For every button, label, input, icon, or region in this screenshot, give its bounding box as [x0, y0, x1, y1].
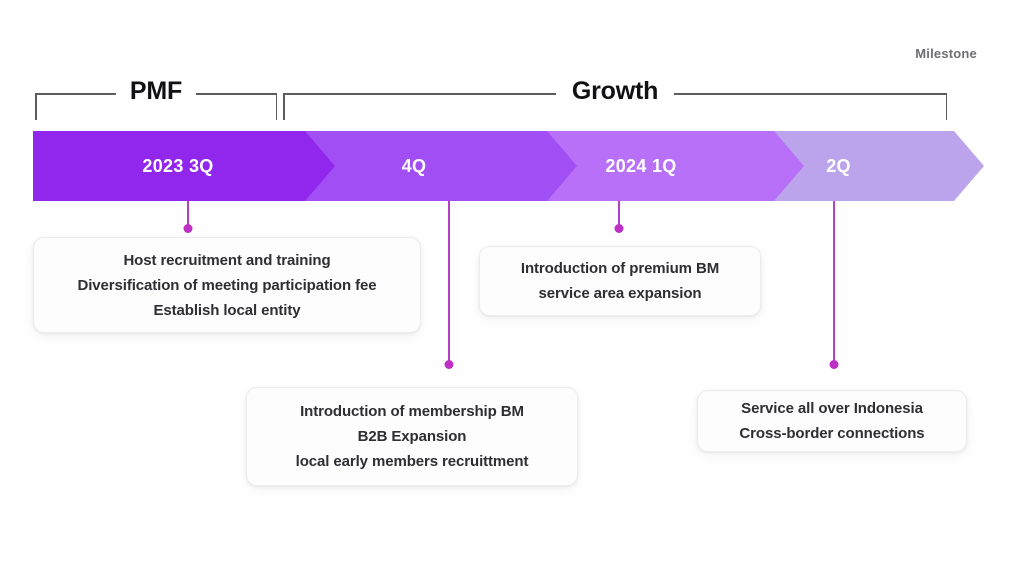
connector-dot-3 — [614, 224, 624, 233]
milestone-card-line: service area expansion — [538, 285, 702, 302]
timeline-segment-label: 4Q — [401, 155, 427, 176]
bracket-left-tick-growth — [283, 93, 285, 120]
milestone-card-line: Host recruitment and training — [123, 251, 331, 269]
connector-dot-2 — [444, 360, 454, 369]
milestone-card-line: Diversification of meeting participation… — [77, 276, 377, 294]
connector-line-1 — [183, 201, 193, 233]
milestone-card-line: Service all over Indonesia — [741, 400, 923, 417]
connector-dot-1 — [183, 224, 193, 233]
timeline-bar: 2023 3Q 4Q 2024 1Q 2Q — [33, 131, 984, 201]
milestone-card-2[interactable]: Introduction of membership BM B2B Expans… — [246, 387, 578, 486]
connector-dot-4 — [829, 360, 839, 369]
bracket-left-tick-pmf — [35, 93, 37, 120]
connector-line-4 — [829, 201, 839, 369]
milestone-card-line: Introduction of membership BM — [300, 403, 524, 420]
timeline-segment-label: 2023 3Q — [142, 155, 214, 176]
milestone-card-1[interactable]: Host recruitment and training Diversific… — [33, 237, 421, 333]
bracket-top-left-growth — [283, 93, 556, 95]
milestone-card-line: Cross-border connections — [739, 425, 925, 442]
bracket-top-left-pmf — [35, 93, 128, 95]
bracket-right-tick-growth — [945, 93, 947, 120]
connector-line-2 — [444, 201, 454, 369]
milestone-card-line: Establish local entity — [153, 301, 301, 319]
phase-title-growth: Growth — [557, 77, 673, 106]
bracket-right-tick-pmf — [275, 93, 277, 120]
milestone-card-3[interactable]: Introduction of premium BM service area … — [479, 246, 761, 316]
phase-bracket-growth: Growth — [283, 77, 947, 120]
bracket-top-right-pmf — [184, 93, 277, 95]
timeline-segment-label: 2Q — [826, 155, 851, 176]
timeline-segment-2023-3q[interactable]: 2023 3Q — [33, 131, 335, 201]
bracket-shape-growth — [283, 86, 947, 120]
milestone-card-line: Introduction of premium BM — [520, 260, 720, 277]
timeline-segment-label: 2024 1Q — [605, 155, 677, 176]
milestone-legend-label: Milestone — [915, 46, 977, 61]
milestone-card-line: local early members recruittment — [295, 453, 529, 470]
phase-bracket-pmf: PMF — [35, 77, 277, 120]
phase-title-pmf: PMF — [115, 77, 197, 106]
bracket-top-right-growth — [674, 93, 947, 95]
milestone-card-line: B2B Expansion — [357, 428, 467, 445]
bracket-shape-pmf — [35, 86, 277, 120]
connector-line-3 — [614, 201, 624, 233]
milestone-card-4[interactable]: Service all over Indonesia Cross-border … — [697, 390, 967, 452]
